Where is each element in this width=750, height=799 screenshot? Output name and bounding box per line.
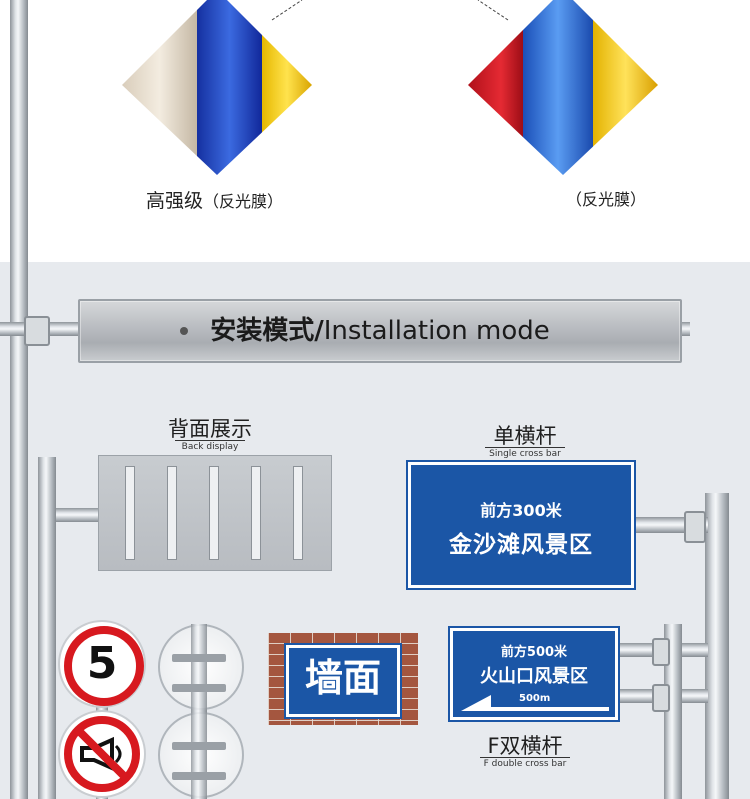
single-cross-bar-subtitle: Single cross bar [485, 447, 565, 459]
distance-arrow-icon [461, 695, 609, 711]
panel-rib [167, 466, 177, 560]
film-label-reflective: （反光膜） [566, 190, 647, 209]
back-display-panel [98, 455, 332, 571]
pole-clamp [24, 316, 50, 346]
panel-rib [209, 466, 219, 560]
back-display-pole [38, 457, 56, 799]
no-horn-sign [60, 712, 144, 796]
single-cross-bar-sign: 前方300米 金沙滩风景区 [406, 460, 636, 590]
round-back-post-front [191, 624, 207, 799]
panel-rib [251, 466, 261, 560]
single-cross-bar-title: 单横杆 [493, 424, 557, 448]
panel-rib [125, 466, 135, 560]
back-display-title: 背面展示 [168, 417, 252, 441]
single-sign-line1: 前方300米 [480, 501, 562, 520]
main-left-pole [10, 0, 28, 799]
double-vertical-post [664, 624, 682, 799]
wall-mounted-sign: 墙面 [284, 643, 402, 719]
double-arm-clamp-lower [652, 684, 670, 712]
double-cross-bar-title: F双横杆 [487, 734, 563, 758]
double-sign-distance: 500m [519, 693, 551, 704]
top-panel [0, 0, 750, 262]
speed-limit-sign: 5 [60, 622, 144, 706]
double-sign-line1: 前方500米 [500, 645, 568, 660]
panel-rib [293, 466, 303, 560]
film-sample-high-intensity [122, 0, 312, 175]
round-back-clamp [172, 742, 226, 750]
rivet-icon [180, 327, 188, 335]
film-label-high-intensity: 高强级（反光膜） [146, 190, 284, 212]
speed-limit-ring [64, 626, 144, 706]
film-sample-reflective [468, 0, 658, 175]
double-cross-bar-subtitle: F double cross bar [480, 757, 570, 769]
speed-limit-value: 5 [86, 638, 118, 689]
installation-mode-plate: 安装模式/Installation mode [78, 299, 682, 363]
single-arm-clamp [684, 511, 706, 543]
double-sign-line2: 火山口风景区 [480, 666, 588, 687]
round-back-clamp [172, 772, 226, 780]
round-back-clamp [172, 684, 226, 692]
single-sign-line2: 金沙滩风景区 [449, 532, 593, 558]
right-main-pole [705, 493, 729, 799]
round-back-clamp [172, 654, 226, 662]
back-display-subtitle: Back display [175, 440, 245, 452]
double-arm-clamp-upper [652, 638, 670, 666]
installation-mode-title: 安装模式/Installation mode [210, 316, 550, 346]
no-horn-icon [64, 716, 140, 792]
double-cross-bar-sign: 前方500米 火山口风景区 500m [448, 626, 620, 722]
